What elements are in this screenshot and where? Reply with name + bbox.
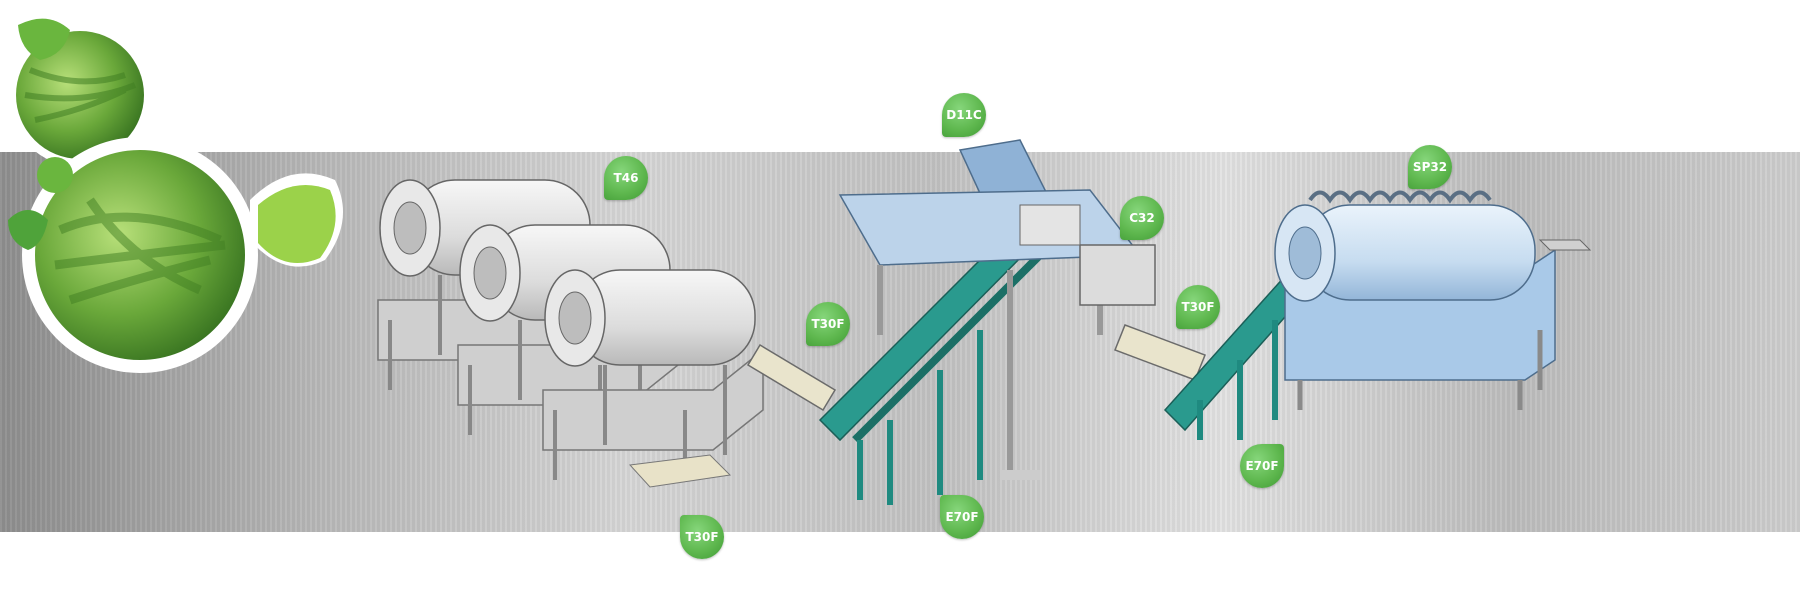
conveyor-t30f-mid [746, 343, 837, 412]
bead-icon [37, 157, 73, 193]
label-e70f-mid: E70F [940, 495, 984, 539]
label-c32: C32 [1120, 196, 1164, 240]
tumbler-t46 [377, 179, 764, 488]
label-e70f-right: E70F [1240, 444, 1284, 488]
leaf-left-icon [8, 210, 48, 250]
label-d11c: D11C [942, 93, 986, 137]
leaf-small-icon [18, 18, 70, 61]
label-t30f-mid: T30F [806, 302, 850, 346]
bean-photo-group [8, 18, 343, 373]
conveyor-t30f-right [1114, 324, 1206, 381]
label-t30f-bottom: T30F [680, 515, 724, 559]
machine-d11c-c32 [838, 139, 1156, 480]
washer-sp32 [1274, 190, 1592, 410]
leaf-icon [258, 185, 336, 263]
label-t46: T46 [604, 156, 648, 200]
label-t30f-right: T30F [1176, 285, 1220, 329]
label-sp32: SP32 [1408, 145, 1452, 189]
